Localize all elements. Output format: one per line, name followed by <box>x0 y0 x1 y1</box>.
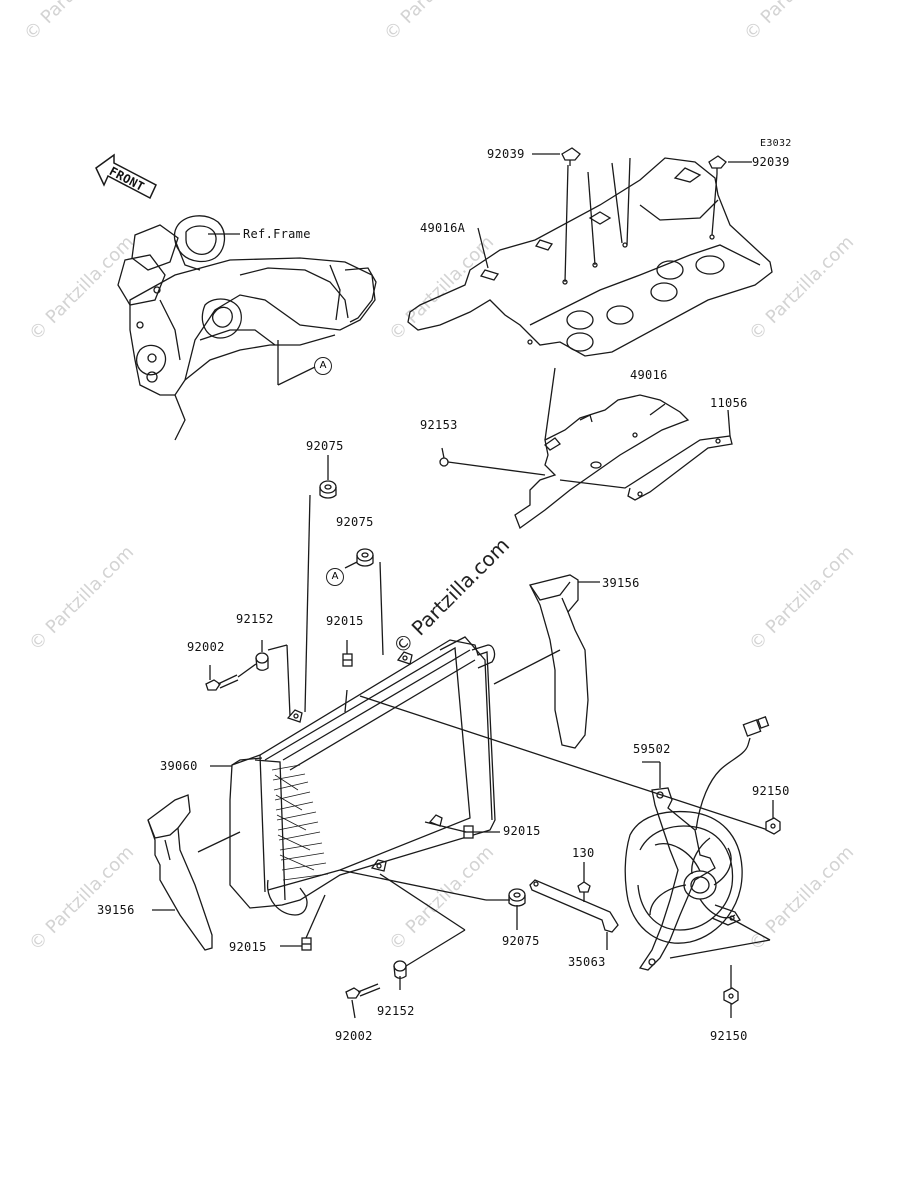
shroud-left-39156 <box>147 794 213 951</box>
part-label[interactable]: 92152 <box>236 612 274 626</box>
part-label[interactable]: 92153 <box>420 418 458 432</box>
part-label[interactable]: 92039 <box>487 147 525 161</box>
clip-icon <box>301 937 312 951</box>
bolt-icon <box>439 457 449 467</box>
part-label[interactable]: 92152 <box>377 1004 415 1018</box>
cooling-fan-59502 <box>624 716 770 971</box>
shroud-right-39156 <box>529 574 589 749</box>
part-label[interactable]: 11056 <box>710 396 748 410</box>
bolt-icon <box>345 983 381 999</box>
part-label[interactable]: 92015 <box>229 940 267 954</box>
part-label[interactable]: 92075 <box>306 439 344 453</box>
part-label[interactable]: 130 <box>572 846 595 860</box>
nut-icon <box>765 817 781 835</box>
screw-icon <box>708 155 727 174</box>
part-label[interactable]: 92015 <box>326 614 364 628</box>
stay-35063 <box>529 879 619 933</box>
part-label[interactable]: 39156 <box>602 576 640 590</box>
heat-shield-49016a <box>407 157 773 357</box>
heat-shield-49016 <box>514 394 690 530</box>
screw-icon <box>561 147 581 166</box>
part-label[interactable]: 39060 <box>160 759 198 773</box>
collar-icon <box>255 652 269 671</box>
part-label[interactable]: 92075 <box>336 515 374 529</box>
part-label[interactable]: 92150 <box>752 784 790 798</box>
grommet-icon <box>356 548 374 567</box>
nut-icon <box>723 987 739 1005</box>
part-label[interactable]: 49016 <box>630 368 668 382</box>
front-arrow-icon <box>95 153 157 200</box>
ref-frame-label: Ref.Frame <box>243 227 311 241</box>
part-label[interactable]: 92039 <box>752 155 790 169</box>
bolt-icon <box>205 674 239 691</box>
diagram-code: E3032 <box>760 138 792 149</box>
part-label[interactable]: 92075 <box>502 934 540 948</box>
bracket-11056 <box>559 435 733 501</box>
part-label[interactable]: 39156 <box>97 903 135 917</box>
part-label[interactable]: 92002 <box>187 640 225 654</box>
ref-marker-a: A <box>314 357 332 375</box>
part-label[interactable]: 49016A <box>420 221 466 235</box>
frame-drawing <box>117 215 377 441</box>
grommet-icon <box>508 888 526 907</box>
clip-icon <box>342 653 353 667</box>
radiator-39060 <box>229 636 496 916</box>
grommet-icon <box>319 480 337 499</box>
collar-icon <box>393 960 407 979</box>
part-label[interactable]: 59502 <box>633 742 671 756</box>
part-label[interactable]: 92015 <box>503 824 541 838</box>
part-label[interactable]: 92002 <box>335 1029 373 1043</box>
part-label[interactable]: 92150 <box>710 1029 748 1043</box>
leader-line <box>277 366 316 386</box>
part-label[interactable]: 35063 <box>568 955 606 969</box>
ref-marker-a: A <box>326 568 344 586</box>
